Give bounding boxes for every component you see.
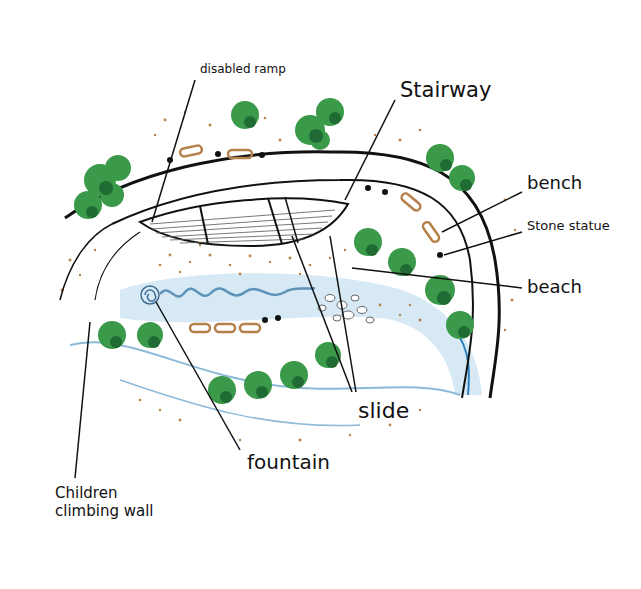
map-label: slide xyxy=(358,398,409,424)
benches xyxy=(179,145,440,332)
ramp-edge xyxy=(95,232,140,300)
slide xyxy=(268,198,282,244)
ramp-edge xyxy=(60,224,112,300)
slide xyxy=(200,206,208,244)
map-label: Stairway xyxy=(400,78,491,103)
ground-dots xyxy=(61,111,517,442)
map-label: disabled ramp xyxy=(200,62,286,76)
stair-steps xyxy=(150,210,335,243)
walkway-edge xyxy=(65,152,499,398)
stream xyxy=(120,380,360,426)
map-label: beach xyxy=(527,276,582,298)
slide xyxy=(285,197,298,243)
stairway xyxy=(140,198,348,246)
map-label: bench xyxy=(527,172,582,194)
pebbles xyxy=(318,295,374,324)
stone-statues xyxy=(167,151,443,323)
wavy-channel xyxy=(160,288,315,297)
fountain xyxy=(141,286,159,304)
leader-lines xyxy=(75,80,522,478)
stream xyxy=(455,330,469,395)
map-label: fountain xyxy=(247,450,330,474)
walkway-edge xyxy=(112,180,473,398)
map-label: Children climbing wall xyxy=(55,484,180,520)
map-label: Stone statue xyxy=(527,218,610,234)
trees xyxy=(74,98,475,404)
